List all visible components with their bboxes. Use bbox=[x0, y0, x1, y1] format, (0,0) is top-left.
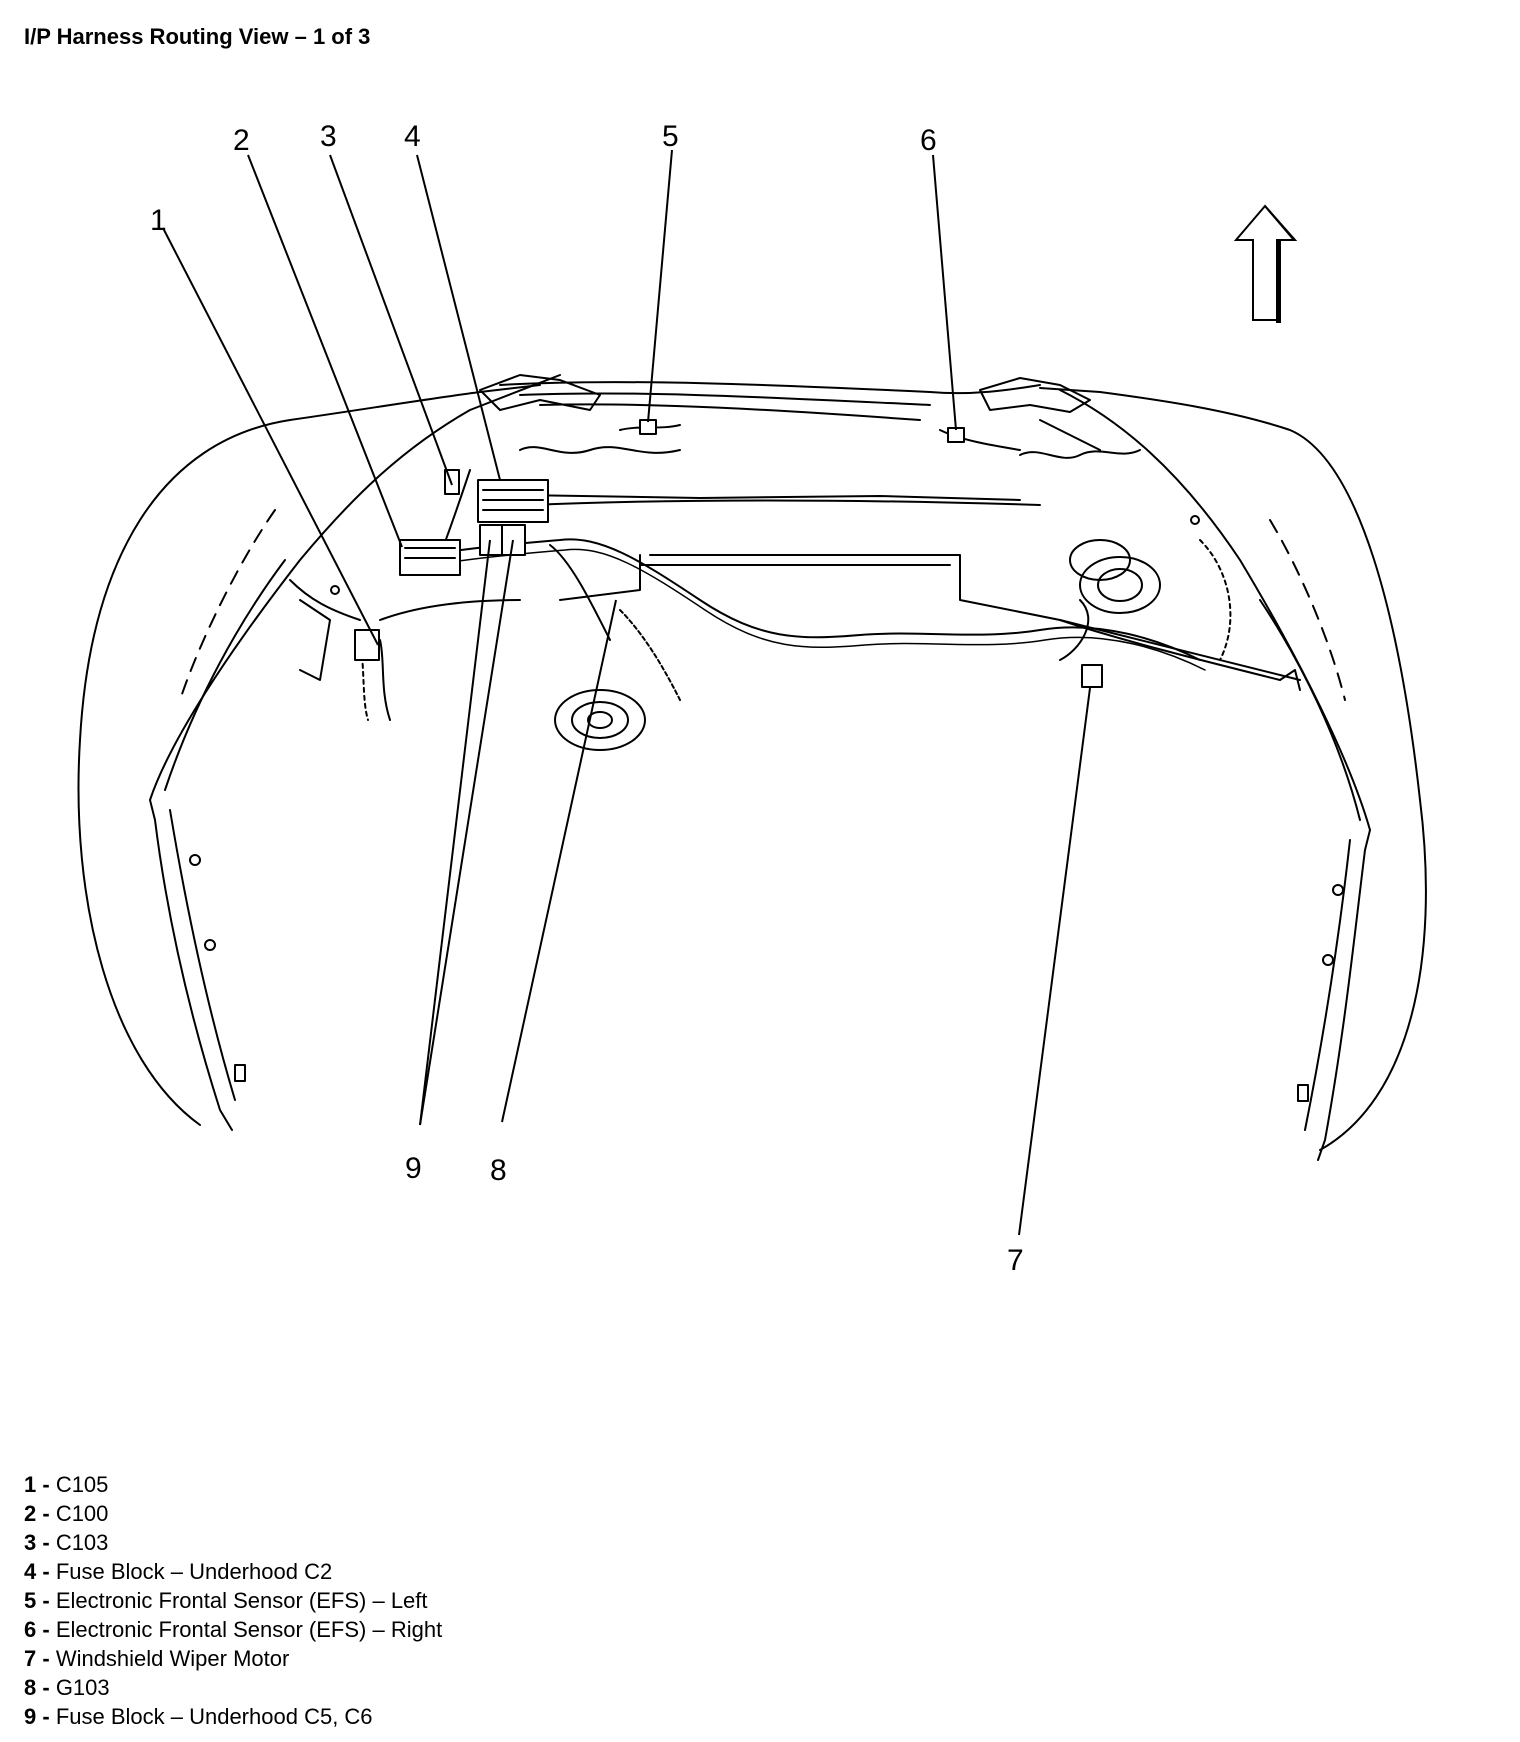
leader-3 bbox=[329, 154, 453, 486]
legend-item: 1 - C105 bbox=[24, 1472, 109, 1497]
c105-connector bbox=[354, 629, 380, 661]
bumper-right-arm bbox=[1059, 389, 1371, 831]
legend: 1 - C105 2 - C100 3 - C103 4 - Fuse Bloc… bbox=[24, 1470, 442, 1731]
grommet-left bbox=[554, 689, 646, 751]
efs-right-connector bbox=[947, 427, 965, 443]
bumper-left-arm bbox=[149, 374, 561, 801]
callout-5: 5 bbox=[662, 120, 679, 153]
leader-1 bbox=[162, 227, 379, 646]
fascia-outline bbox=[77, 384, 541, 1126]
callout-9: 9 bbox=[405, 1152, 422, 1185]
leader-4 bbox=[416, 154, 501, 481]
efs-left-connector bbox=[639, 419, 657, 435]
wiper-motor-connector bbox=[1081, 664, 1103, 688]
legend-item: 2 - C100 bbox=[24, 1501, 109, 1526]
cross-member bbox=[519, 494, 1021, 501]
leader-8 bbox=[501, 599, 617, 1123]
callout-7: 7 bbox=[1007, 1244, 1024, 1277]
callout-8: 8 bbox=[490, 1154, 507, 1187]
harness-right-branch bbox=[1059, 599, 1090, 661]
leader-9b bbox=[419, 539, 514, 1126]
leader-7 bbox=[1018, 687, 1091, 1236]
callout-6: 6 bbox=[920, 124, 937, 157]
callout-4: 4 bbox=[404, 120, 421, 153]
legend-item: 3 - C103 bbox=[24, 1530, 109, 1555]
callout-3: 3 bbox=[320, 120, 337, 153]
legend-item: 9 - Fuse Block – Underhood C5, C6 bbox=[24, 1704, 373, 1729]
forward-arrow-icon bbox=[1233, 204, 1298, 323]
callout-2: 2 bbox=[233, 124, 250, 157]
legend-item: 4 - Fuse Block – Underhood C2 bbox=[24, 1559, 333, 1584]
upper-rail bbox=[499, 381, 1041, 395]
leader-5 bbox=[647, 149, 673, 423]
harness-left-branch bbox=[379, 639, 391, 721]
leader-9a bbox=[419, 539, 491, 1126]
fascia-outline-right bbox=[1039, 387, 1427, 1151]
legend-item: 7 - Windshield Wiper Motor bbox=[24, 1646, 290, 1671]
grommet-right bbox=[1079, 556, 1161, 614]
legend-item: 8 - G103 bbox=[24, 1675, 110, 1700]
legend-item: 5 - Electronic Frontal Sensor (EFS) – Le… bbox=[24, 1588, 428, 1613]
leader-6 bbox=[932, 154, 957, 431]
leader-2 bbox=[247, 154, 403, 548]
harness-main bbox=[399, 538, 1201, 661]
legend-item: 6 - Electronic Frontal Sensor (EFS) – Ri… bbox=[24, 1617, 443, 1642]
page-title: I/P Harness Routing View – 1 of 3 bbox=[24, 24, 371, 49]
callout-1: 1 bbox=[150, 204, 167, 237]
